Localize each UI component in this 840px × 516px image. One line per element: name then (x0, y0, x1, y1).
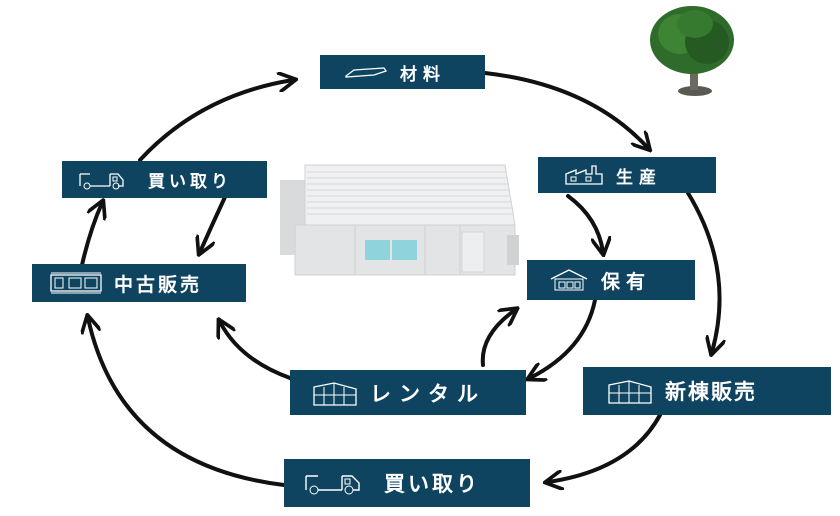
house-icon (549, 268, 589, 292)
node-production: 生産 (538, 157, 716, 193)
container-row-icon (50, 272, 102, 294)
arrow-buyback-to-used-sales (88, 318, 286, 487)
arrow-production-to-owned (566, 194, 603, 252)
building-icon (312, 379, 358, 407)
arrow-material-to-production (483, 71, 648, 148)
node-new-sales: 新棟販売 (583, 367, 831, 415)
arrow-used-sales-to-buyback (80, 203, 102, 267)
arrow-buyback-to-used-sales-inner (200, 195, 227, 252)
node-label: 生産 (616, 167, 662, 188)
factory-icon (564, 164, 604, 186)
arrow-production-to-new-sales (686, 191, 720, 352)
node-rental: レンタル (290, 370, 526, 415)
arrow-owned-to-rental (530, 298, 597, 378)
arrow-rental-to-owned (480, 310, 515, 367)
material-plank-icon (344, 65, 388, 79)
node-used-sales: 中古販売 (32, 264, 246, 302)
tree-icon (650, 6, 734, 96)
node-label: レンタル (370, 381, 486, 406)
node-material: 材料 (320, 55, 485, 89)
node-label: 中古販売 (114, 273, 203, 296)
building-icon (607, 377, 653, 405)
node-label: 新棟販売 (665, 380, 757, 404)
node-label: 買い取り (384, 472, 480, 496)
node-label: 保有 (601, 270, 652, 293)
node-buyback-bottom: 買い取り (284, 459, 530, 507)
node-label: 材料 (400, 64, 446, 85)
node-label: 買い取り (148, 172, 232, 192)
node-buyback-top: 買い取り (62, 161, 267, 198)
arrow-rental-to-used-sales (220, 322, 292, 380)
container-building-image (280, 164, 519, 276)
truck-icon (304, 470, 372, 496)
node-owned: 保有 (527, 260, 695, 300)
truck-icon (78, 170, 136, 190)
arrow-new-sales-to-buyback (548, 413, 662, 482)
arrow-buyback-to-material (138, 80, 293, 162)
